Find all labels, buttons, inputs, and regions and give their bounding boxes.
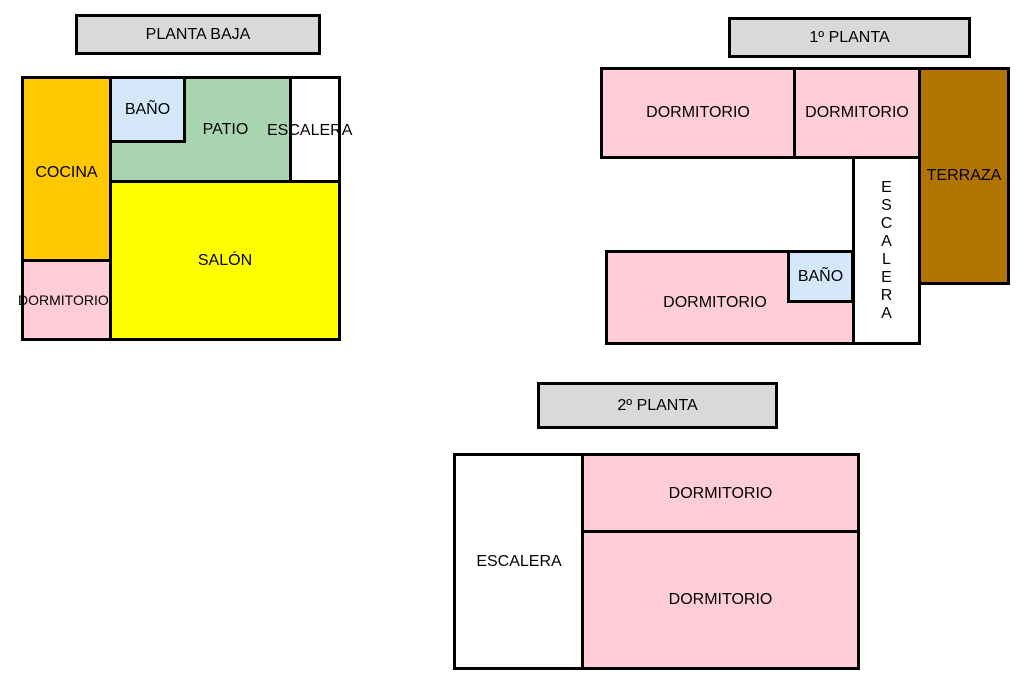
room-terrace: TERRAZA [918,67,1010,285]
room-second-stairs: ESCALERA [453,453,585,670]
room-ground-bathroom: BAÑO [109,76,186,143]
room-first-stairs-label: ESCALERA [878,178,895,323]
first-floor-title: 1º PLANTA [728,17,971,58]
room-living-room: SALÓN [109,180,341,341]
room-ground-bedroom-label: DORMITORIO [18,292,109,308]
room-ground-stairs-label: ESCALERA [267,122,353,139]
room-first-bathroom: BAÑO [787,250,854,303]
room-first-bedroom-2: DORMITORIO [793,67,921,159]
room-kitchen: COCINA [21,76,112,262]
room-ground-stairs: ESCALERA [267,76,352,183]
ground-floor-title: PLANTA BAJA [75,14,321,55]
room-ground-bedroom: DORMITORIO [18,259,112,341]
second-floor-title: 2º PLANTA [537,382,778,429]
room-second-bedroom-2: DORMITORIO [581,530,860,670]
room-second-bedroom-1: DORMITORIO [581,453,860,534]
room-first-bedroom-1: DORMITORIO [600,67,796,159]
room-first-stairs: ESCALERA [852,156,921,345]
